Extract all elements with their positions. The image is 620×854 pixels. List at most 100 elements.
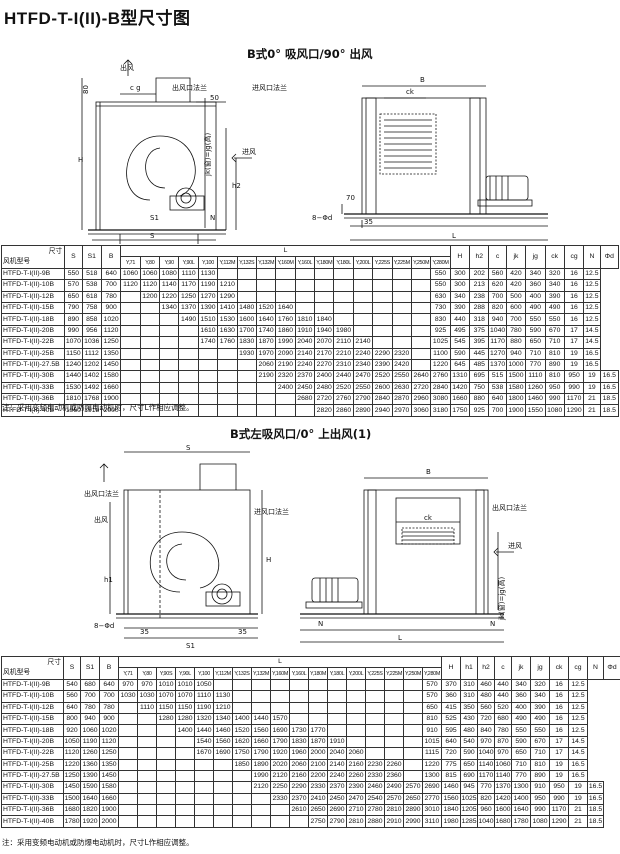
value-cell [365, 724, 385, 737]
value-cell: 19 [568, 781, 588, 794]
value-cell: 2370 [294, 370, 316, 383]
value-cell: 2260 [384, 758, 404, 771]
value-cell: 3180 [430, 404, 451, 417]
value-cell: 940 [80, 712, 100, 726]
value-cell [118, 724, 138, 737]
value-cell: 1960 [289, 747, 309, 760]
value-cell: 12.5 [568, 724, 588, 737]
value-cell: 1190 [197, 279, 219, 292]
model-cell: HTFD-T-I(II)-40B [1, 815, 64, 828]
value-cell: 720 [441, 747, 461, 760]
value-cell [314, 301, 335, 315]
value-cell: 2760 [430, 370, 451, 383]
motor-column-header: Y,71 [120, 256, 141, 269]
value-cell: 630 [430, 290, 451, 303]
column-header: h2 [469, 245, 490, 269]
value-cell: 900 [100, 301, 122, 315]
value-cell [270, 678, 290, 692]
value-cell: 2000 [99, 815, 119, 828]
value-cell: 480 [477, 690, 495, 703]
outlet-duct [155, 77, 191, 102]
value-cell: 1990 [275, 336, 296, 349]
value-cell: 950 [563, 370, 585, 383]
value-cell: 490 [544, 301, 565, 315]
value-cell: 1480 [236, 301, 257, 315]
value-cell [213, 769, 233, 783]
value-cell: 500 [505, 290, 527, 303]
value-cell: 2790 [352, 393, 374, 406]
value-cell [308, 690, 328, 703]
value-cell [333, 290, 354, 303]
motor-column-header: Y,180L [333, 256, 354, 269]
value-cell: 1840 [314, 313, 335, 326]
value-cell [403, 769, 423, 783]
value-cell: 1750 [449, 404, 471, 417]
value-cell: 830 [430, 313, 451, 326]
column-header: N [583, 245, 601, 269]
s1-dim-cg: c g [130, 84, 141, 92]
value-cell: 19 [563, 358, 585, 372]
value-cell: 1010 [175, 678, 195, 692]
value-cell: 12.5 [583, 301, 601, 315]
motor-column-header: Y,100 [194, 667, 214, 680]
fan-wheel [175, 187, 197, 209]
value-cell: 2790 [327, 815, 347, 828]
s1-label-out-air: 出风 [120, 63, 134, 72]
value-cell [175, 769, 195, 783]
value-cell: 1580 [99, 781, 119, 794]
value-cell [175, 815, 195, 828]
value-cell: 1700 [236, 324, 257, 338]
value-cell: 2290 [289, 781, 309, 794]
s1-dim-h2: h2 [232, 182, 241, 190]
value-cell: 2320 [275, 370, 296, 383]
value-cell: 2400 [314, 370, 335, 383]
motor-column-header: Y,112M [217, 256, 238, 269]
column-header: h2 [477, 656, 495, 680]
value-cell: 620 [488, 279, 507, 292]
value-cell: 2190 [275, 358, 296, 372]
value-cell: 1040 [477, 815, 495, 828]
value-cell [178, 324, 199, 338]
value-cell [308, 678, 328, 692]
column-header: S [64, 245, 83, 269]
value-cell [178, 370, 199, 383]
value-cell: 880 [505, 336, 527, 349]
value-cell: 2650 [308, 804, 328, 817]
value-cell: 1560 [441, 792, 461, 806]
value-cell: 810 [530, 758, 550, 771]
value-cell: 2480 [314, 381, 335, 395]
value-cell: 1500 [505, 370, 527, 383]
value-cell: 750 [469, 381, 490, 395]
value-cell: 1110 [137, 701, 157, 714]
value-cell: 700 [505, 313, 527, 326]
value-cell: 880 [469, 393, 490, 406]
value-cell: 2690 [422, 781, 442, 794]
value-cell: 1130 [213, 690, 233, 703]
value-cell [308, 701, 328, 714]
value-cell: 3010 [422, 804, 442, 817]
value-cell: 1660 [449, 393, 471, 406]
value-cell [178, 336, 199, 349]
motor-column-header: Y,225S [372, 256, 393, 269]
s2-label-bolt: 8−Φd [94, 622, 114, 630]
value-cell: 650 [422, 701, 442, 714]
value-cell [197, 381, 219, 395]
value-cell: 2310 [333, 358, 354, 372]
volute-scroll [126, 135, 196, 201]
s1-dim-jk: jk(窗)=jg(高) [203, 133, 212, 177]
value-cell: 2680 [294, 393, 316, 406]
value-cell: 16.5 [587, 781, 604, 794]
value-cell: 1940 [314, 324, 335, 338]
value-cell [314, 290, 335, 303]
s1-label-in-flange: 进风口法兰 [252, 83, 287, 92]
value-cell [352, 313, 374, 326]
value-cell: 16.5 [568, 758, 588, 771]
column-header: cg [563, 245, 585, 269]
value-cell: 2190 [255, 370, 277, 383]
value-cell: 560 [488, 267, 507, 281]
corner-label-model: 风机型号 [3, 668, 31, 676]
value-cell: 1080 [159, 267, 180, 281]
